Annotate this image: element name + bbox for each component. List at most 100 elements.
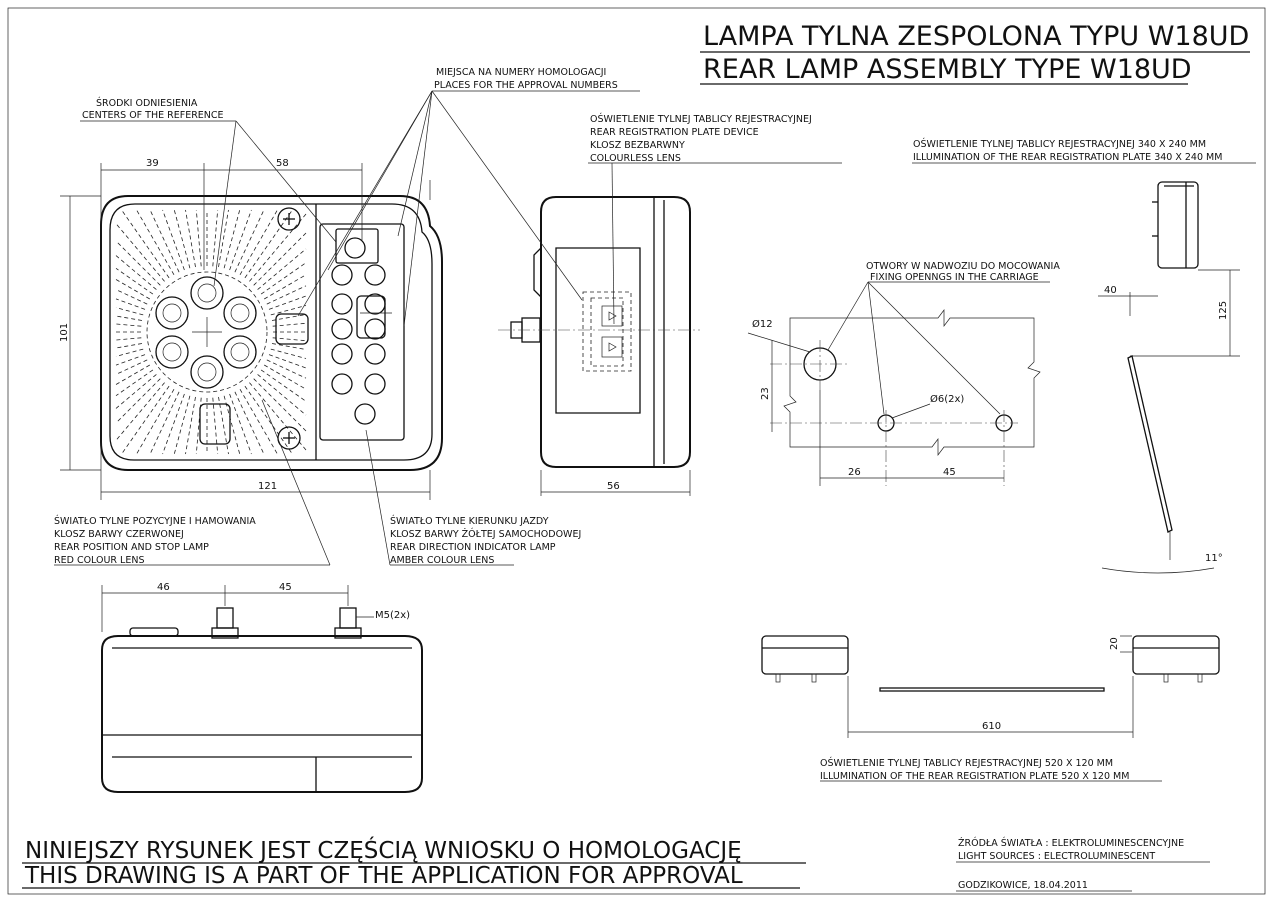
dim-46: 46 — [157, 582, 170, 593]
optic-ray — [263, 364, 307, 390]
svg-text:AMBER COLOUR LENS: AMBER COLOUR LENS — [390, 555, 494, 566]
optic-ray — [115, 267, 154, 295]
label-approval-places: MIEJSCA NA NUMERY HOMOLOGACJI PLACES FOR… — [434, 67, 618, 91]
optic-ray — [115, 374, 157, 409]
dim-40: 40 — [1104, 285, 1117, 296]
optic-ray — [271, 343, 307, 350]
optic-ray — [229, 393, 252, 455]
optic-ray — [115, 382, 165, 441]
svg-text:OTWORY W NADWOZIU DO MOCOWANIA: OTWORY W NADWOZIU DO MOCOWANIA — [866, 261, 1060, 272]
plate-520-view: 610 20 — [761, 635, 1220, 738]
leader-lines — [54, 90, 1256, 782]
optic-ray — [263, 274, 307, 300]
label-registration-device: OŚWIETLENIE TYLNEJ TABLICY REJESTRACYJNE… — [590, 113, 812, 164]
optic-ray — [244, 385, 293, 455]
optic-ray — [115, 359, 148, 375]
footer-pl: NINIEJSZY RYSUNEK JEST CZĘŚCIĄ WNIOSKU O… — [25, 836, 742, 864]
svg-text:PLACES FOR THE APPROVAL NUMBER: PLACES FOR THE APPROVAL NUMBERS — [434, 80, 618, 91]
optic-ray — [136, 209, 175, 275]
light-sources-block: ŹRÓDŁA ŚWIATŁA : ELEKTROLUMINESCENCYJNE … — [956, 837, 1210, 892]
front-dimensions: 39 58 121 101 — [59, 158, 431, 500]
optic-ray — [266, 285, 307, 305]
label-reference-centers: ŚRODKI ODNIESIENIA CENTERS OF THE REFERE… — [82, 97, 224, 121]
dim-101: 101 — [59, 323, 70, 342]
dim-45-top: 45 — [279, 582, 292, 593]
optic-ray — [239, 209, 278, 275]
svg-text:ŚWIATŁO TYLNE POZYCYJNE I HAMO: ŚWIATŁO TYLNE POZYCYJNE I HAMOWANIA — [54, 515, 256, 527]
label-plate-520: OŚWIETLENIE TYLNEJ TABLICY REJESTRACYJNE… — [820, 757, 1129, 782]
optic-ray — [115, 240, 161, 286]
optic-ray — [249, 213, 307, 282]
optic-ray — [244, 209, 293, 279]
optic-ray — [121, 385, 170, 455]
optic-ray — [253, 232, 307, 286]
optic-ray — [270, 348, 307, 359]
optic-ray — [185, 209, 196, 268]
label-plate-340: OŚWIETLENIE TYLNEJ TABLICY REJESTRACYJNE… — [913, 138, 1222, 163]
label-direction-indicator: ŚWIATŁO TYLNE KIERUNKU JAZDY KLOSZ BARWY… — [390, 515, 581, 566]
optic-rays — [115, 209, 307, 455]
dim-121: 121 — [258, 481, 277, 492]
svg-text:RED COLOUR LENS: RED COLOUR LENS — [54, 555, 145, 566]
optic-ray — [223, 209, 241, 269]
optic-ray — [115, 369, 154, 397]
optic-ray — [185, 396, 196, 455]
dim-45-holes: 45 — [943, 467, 956, 478]
dim-hole-small: Ø6(2x) — [930, 393, 964, 405]
optic-ray — [173, 209, 191, 269]
optic-ray — [223, 395, 241, 455]
optic-ray — [195, 209, 202, 267]
side-view: 56 — [498, 196, 700, 496]
svg-text:FIXING OPENNGS IN THE CARRIAGE: FIXING OPENNGS IN THE CARRIAGE — [870, 272, 1039, 283]
optic-ray — [162, 209, 185, 271]
optic-ray — [115, 378, 161, 424]
dim-26: 26 — [848, 467, 861, 478]
dim-610: 610 — [982, 721, 1001, 732]
svg-text:OŚWIETLENIE TYLNEJ TABLICY REJ: OŚWIETLENIE TYLNEJ TABLICY REJESTRACYJNE… — [820, 757, 1113, 769]
label-position-stop: ŚWIATŁO TYLNE POZYCYJNE I HAMOWANIA KLOS… — [54, 515, 256, 566]
title-pl: LAMPA TYLNA ZESPOLONA TYPU W18UD — [703, 21, 1249, 52]
mount-angle-view: 125 40 11° — [1098, 181, 1240, 574]
dim-20: 20 — [1109, 637, 1120, 650]
svg-text:OŚWIETLENIE TYLNEJ TABLICY REJ: OŚWIETLENIE TYLNEJ TABLICY REJESTRACYJNE… — [913, 138, 1206, 150]
optic-ray — [234, 209, 265, 273]
optic-ray — [266, 359, 307, 379]
optic-ray — [218, 209, 229, 268]
dim-hole-big: Ø12 — [752, 318, 773, 330]
optic-ray — [136, 389, 175, 455]
optic-ray — [212, 209, 219, 267]
optic-ray — [115, 298, 146, 310]
label-fixing-openings: OTWORY W NADWOZIU DO MOCOWANIA FIXING OP… — [866, 261, 1060, 283]
svg-text:ILLUMINATION OF THE REAR REGIS: ILLUMINATION OF THE REAR REGISTRATION PL… — [913, 152, 1222, 163]
svg-text:ŚRODKI ODNIESIENIA: ŚRODKI ODNIESIENIA — [96, 97, 198, 109]
svg-text:COLOURLESS LENS: COLOURLESS LENS — [590, 153, 681, 164]
footer-en: THIS DRAWING IS A PART OF THE APPLICATIO… — [24, 863, 743, 889]
optic-ray — [272, 322, 307, 327]
title-en: REAR LAMP ASSEMBLY TYPE W18UD — [703, 54, 1192, 85]
optic-ray — [162, 393, 185, 455]
svg-text:ILLUMINATION OF THE REAR REGIS: ILLUMINATION OF THE REAR REGISTRATION PL… — [820, 771, 1129, 782]
light-sources-pl: ŹRÓDŁA ŚWIATŁA : ELEKTROLUMINESCENCYJNE — [958, 837, 1184, 849]
dim-angle: 11° — [1205, 553, 1223, 564]
dim-39: 39 — [146, 158, 159, 169]
dim-125: 125 — [1218, 301, 1229, 320]
optic-ray — [257, 248, 307, 290]
optic-ray — [115, 315, 143, 321]
fixing-holes-view: 26 45 23 Ø12 Ø6(2x) — [747, 308, 1041, 486]
dim-58: 58 — [276, 158, 289, 169]
optic-ray — [249, 382, 307, 451]
optic-ray — [115, 364, 150, 385]
optic-ray — [257, 374, 307, 416]
optic-ray — [260, 369, 307, 402]
optic-ray — [115, 323, 142, 327]
optic-ray — [271, 314, 307, 321]
optic-ray — [212, 397, 219, 455]
svg-text:REAR DIRECTION INDICATOR LAMP: REAR DIRECTION INDICATOR LAMP — [390, 542, 556, 553]
optic-ray — [115, 348, 144, 357]
bottom-view: 46 45 M5(2x) — [101, 582, 423, 793]
optic-ray — [218, 396, 229, 455]
optic-ray — [253, 378, 307, 432]
title-block: LAMPA TYLNA ZESPOLONA TYPU W18UD REAR LA… — [700, 21, 1250, 85]
optic-ray — [272, 337, 307, 342]
optic-ray — [149, 209, 180, 273]
